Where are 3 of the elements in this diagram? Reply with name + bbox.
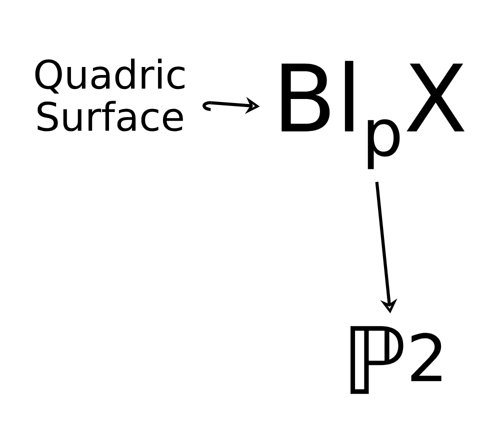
node-label: Quadric Surface: [35, 58, 184, 132]
node-label: ℙ$^{2}$: [350, 326, 442, 394]
node-label: Bl$_{p}$X: [282, 60, 465, 170]
